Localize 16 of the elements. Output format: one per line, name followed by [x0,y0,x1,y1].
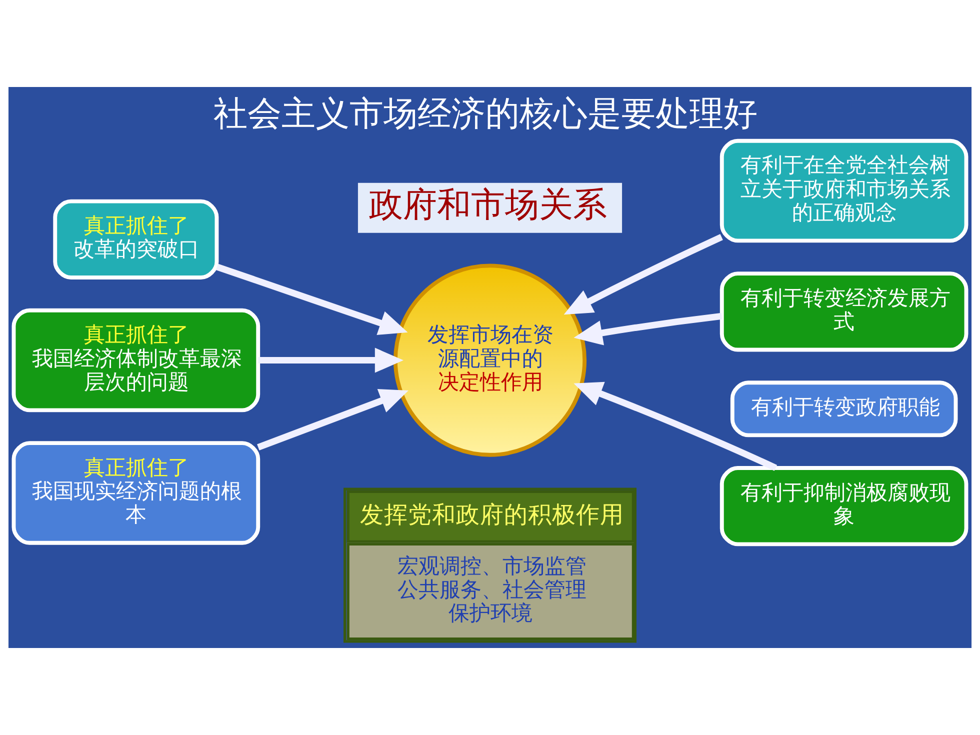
node-box: 有利于转变政府职能 [730,380,958,438]
node-box: 有利于转变经济发展方式 [720,272,968,352]
node-box: 真正抓住了 我国经济体制改革最深层次的问题 [12,308,260,412]
arrow [574,382,778,471]
node-box: 真正抓住了 我国现实经济问题的根本 [12,441,260,545]
arrow [258,348,404,373]
arrow [257,388,408,450]
diagram-title: 社会主义市场经济的核心是要处理好 [213,94,758,134]
arrow [564,234,723,315]
node-box: 真正抓住了 改革的突破口 [53,199,219,280]
arrow [574,312,722,346]
node-box: 有利于抑制消极腐败现象 [720,466,968,546]
arrow [216,264,408,335]
label: 政府和市场关系 [369,185,608,226]
node-circle: 发挥市场在资源配置中的 决定性作用 [393,264,587,457]
node-box: 有利于在全党全社会树立关于政府和市场关系的正确观念 [720,138,968,243]
